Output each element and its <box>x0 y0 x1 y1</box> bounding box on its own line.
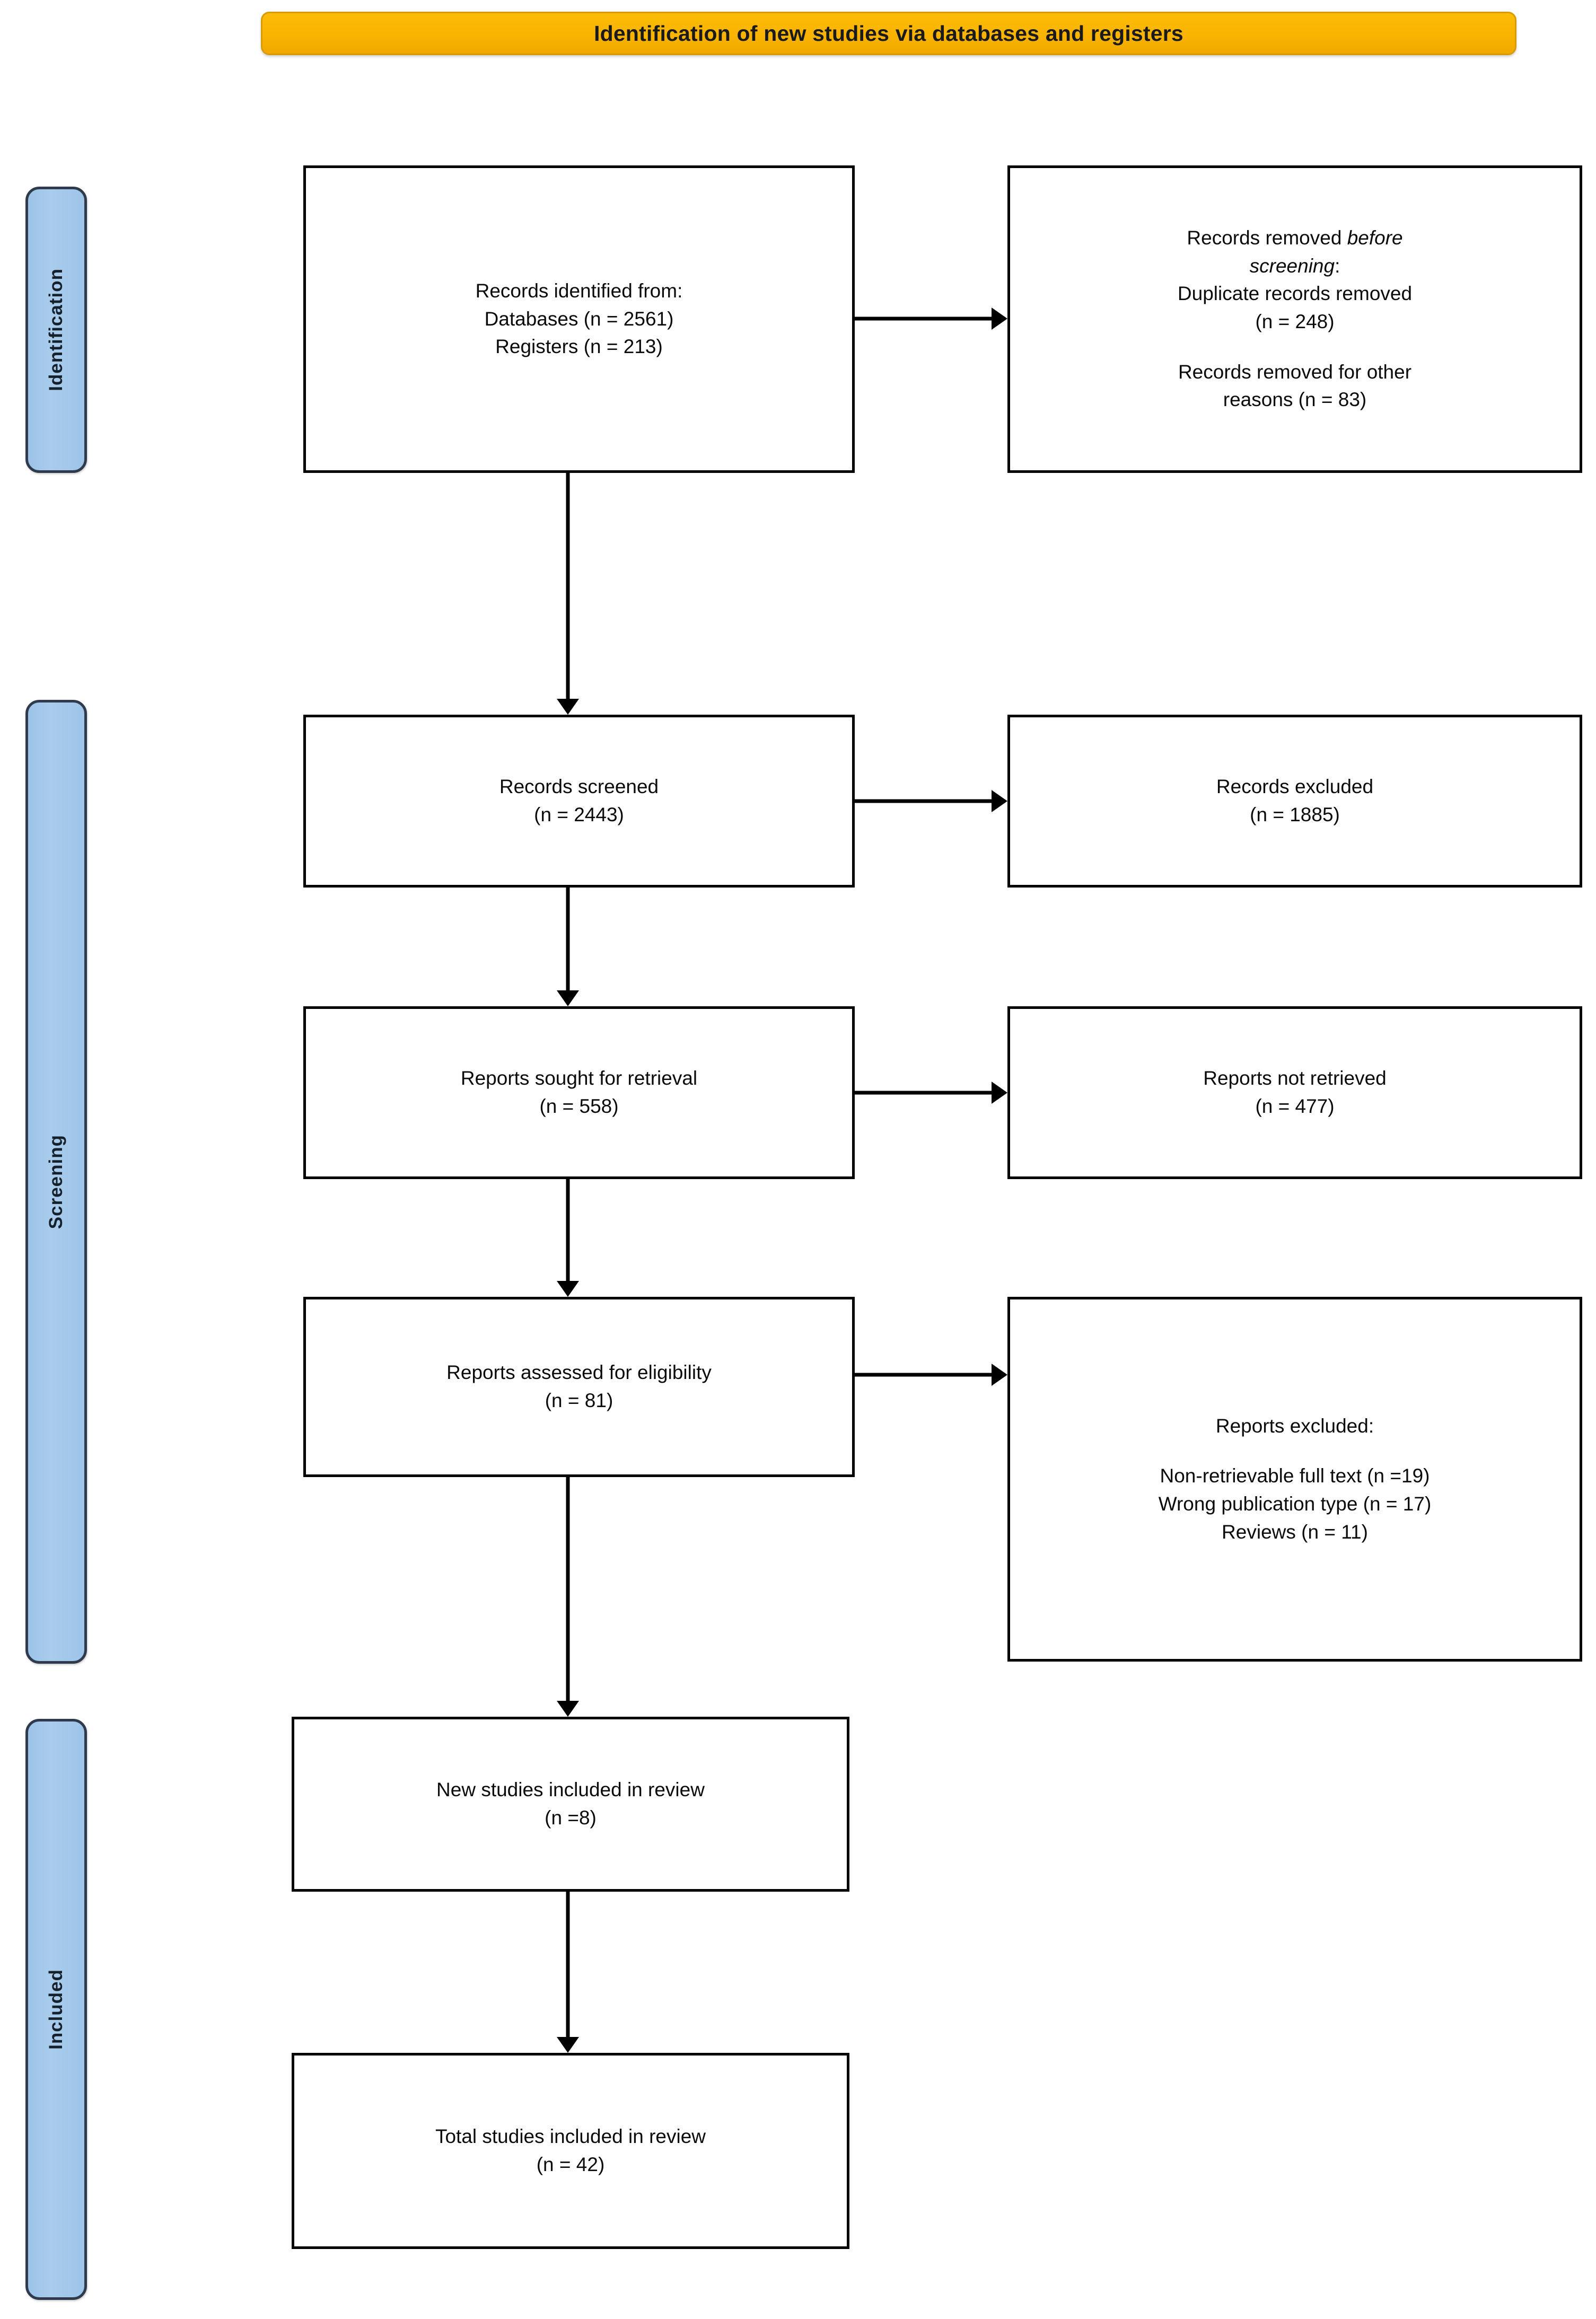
arrow-head-icon <box>557 990 579 1006</box>
box-records-removed-before-screening: Records removed before screening: Duplic… <box>1007 165 1582 473</box>
records-removed-line-2: screening: <box>1020 252 1570 280</box>
reports-not-retrieved-count: (n = 477) <box>1255 1095 1335 1117</box>
duplicate-records-removed-label: Duplicate records removed <box>1177 283 1413 305</box>
arrow-shaft <box>855 317 992 321</box>
records-removed-colon: : <box>1335 254 1340 277</box>
box-reports-excluded: Reports excluded: Non-retrievable full t… <box>1007 1297 1582 1662</box>
reports-excluded-reason-1: Non-retrievable full text (n =19) <box>1160 1465 1430 1487</box>
arrow-shaft <box>566 1892 570 2037</box>
arrow-head-icon <box>992 1364 1007 1386</box>
box-records-identified: Records identified from: Databases (n = … <box>303 165 855 473</box>
reports-sought-count: (n = 558) <box>539 1095 619 1117</box>
records-excluded-label: Records excluded <box>1216 776 1374 798</box>
arrow-assessed-to-new-studies <box>556 1477 580 1717</box>
new-studies-label: New studies included in review <box>436 1779 705 1801</box>
duplicate-records-removed-count: (n = 248) <box>1255 311 1335 332</box>
records-identified-line-1: Records identified from: <box>475 280 683 302</box>
stage-label-included: Included <box>46 1969 66 2050</box>
reports-assessed-count: (n = 81) <box>545 1390 613 1411</box>
arrow-sought-to-assessed <box>556 1179 580 1297</box>
arrow-head-icon <box>992 1082 1007 1104</box>
box-records-screened: Records screened (n = 2443) <box>303 715 855 888</box>
records-removed-italic-before: before <box>1347 227 1403 249</box>
records-removed-prefix: Records removed <box>1187 227 1347 249</box>
arrow-assessed-to-reports-excluded <box>855 1363 1007 1387</box>
arrow-identified-to-screened <box>556 473 580 715</box>
stage-tab-identification: Identification <box>25 187 87 473</box>
arrow-shaft <box>566 473 570 699</box>
stage-tab-screening: Screening <box>25 700 87 1664</box>
records-removed-line-1: Records removed before <box>1020 224 1570 252</box>
arrow-head-icon <box>557 2037 579 2053</box>
arrow-head-icon <box>557 1701 579 1717</box>
box-new-studies-included: New studies included in review (n =8) <box>292 1717 849 1892</box>
box-records-excluded: Records excluded (n = 1885) <box>1007 715 1582 888</box>
arrow-shaft <box>566 1179 570 1281</box>
arrow-head-icon <box>557 699 579 715</box>
arrow-screened-to-sought <box>556 888 580 1006</box>
stage-label-identification: Identification <box>46 268 66 391</box>
records-identified-databases: Databases (n = 2561) <box>484 308 674 330</box>
records-identified-registers: Registers (n = 213) <box>495 336 663 358</box>
reports-excluded-reason-3: Reviews (n = 11) <box>1222 1521 1368 1543</box>
records-screened-count: (n = 2443) <box>534 804 624 825</box>
total-studies-label: Total studies included in review <box>435 2125 706 2148</box>
box-reports-sought-for-retrieval: Reports sought for retrieval (n = 558) <box>303 1006 855 1179</box>
arrow-shaft <box>855 799 992 803</box>
banner-title: Identification of new studies via databa… <box>594 21 1183 46</box>
spacer <box>1020 1440 1570 1462</box>
reports-sought-label: Reports sought for retrieval <box>460 1067 698 1090</box>
arrow-head-icon <box>992 308 1007 330</box>
arrow-screened-to-excluded <box>855 789 1007 813</box>
reports-not-retrieved-label: Reports not retrieved <box>1203 1067 1387 1090</box>
diagram-header-banner: Identification of new studies via databa… <box>261 12 1516 55</box>
arrow-identified-to-removed <box>855 306 1007 331</box>
records-removed-other-count: reasons (n = 83) <box>1223 389 1367 411</box>
arrow-head-icon <box>557 1281 579 1297</box>
arrow-shaft <box>566 1477 570 1701</box>
stage-tab-included: Included <box>25 1719 87 2300</box>
records-removed-italic-screening: screening <box>1249 254 1335 277</box>
box-reports-not-retrieved: Reports not retrieved (n = 477) <box>1007 1006 1582 1179</box>
reports-excluded-reason-2: Wrong publication type (n = 17) <box>1158 1493 1432 1515</box>
stage-label-screening: Screening <box>46 1134 66 1229</box>
box-total-studies-included: Total studies included in review (n = 42… <box>292 2053 849 2249</box>
reports-excluded-heading: Reports excluded: <box>1215 1415 1374 1437</box>
total-studies-count: (n = 42) <box>536 2154 605 2175</box>
arrow-shaft <box>855 1091 992 1095</box>
records-screened-label: Records screened <box>499 776 659 798</box>
spacer <box>1020 336 1570 358</box>
arrow-shaft <box>855 1373 992 1377</box>
records-excluded-count: (n = 1885) <box>1250 804 1340 825</box>
arrow-sought-to-not-retrieved <box>855 1081 1007 1105</box>
arrow-head-icon <box>992 790 1007 812</box>
reports-assessed-label: Reports assessed for eligibility <box>446 1361 712 1384</box>
new-studies-count: (n =8) <box>545 1807 597 1829</box>
box-reports-assessed-for-eligibility: Reports assessed for eligibility (n = 81… <box>303 1297 855 1477</box>
arrow-shaft <box>566 888 570 990</box>
records-removed-other-label: Records removed for other <box>1178 361 1412 383</box>
arrow-new-studies-to-total-studies <box>556 1892 580 2053</box>
